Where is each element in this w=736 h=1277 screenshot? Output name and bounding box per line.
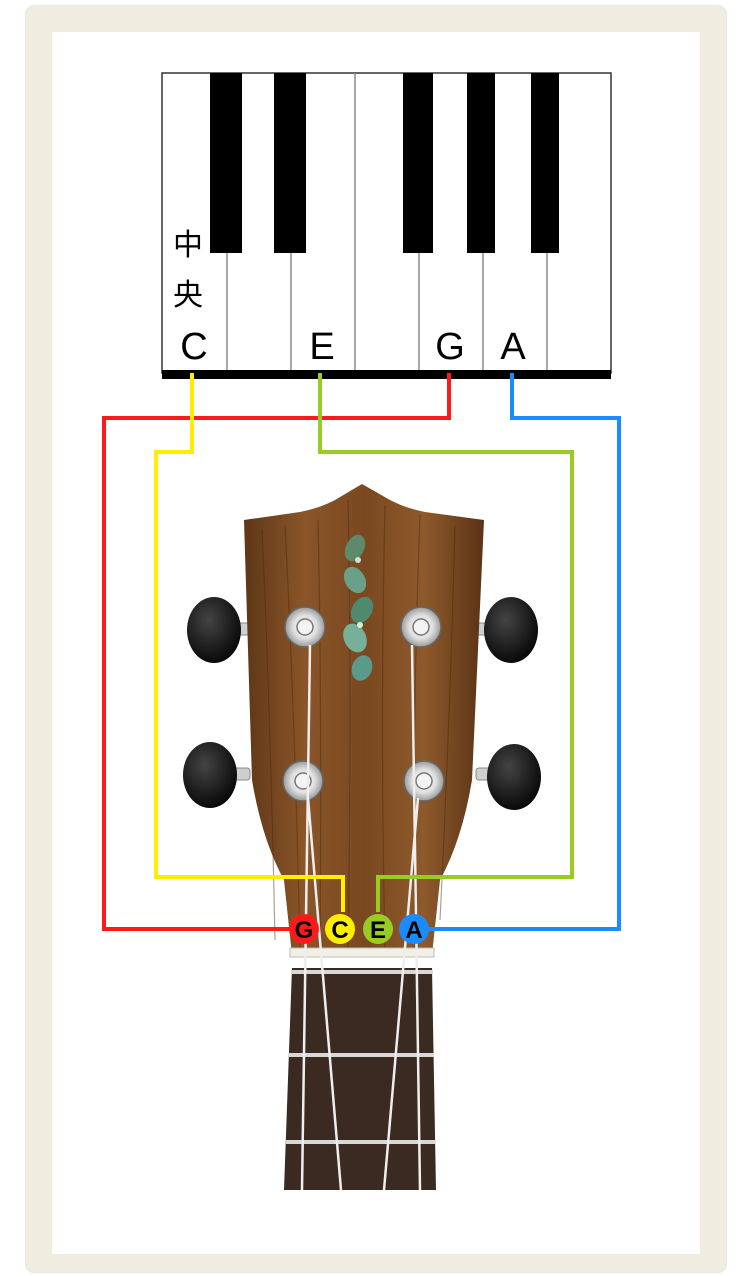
string-e [382, 797, 420, 1191]
middle-label-char1: 中 [173, 228, 203, 263]
connector-c [154, 373, 345, 912]
dot-label-a: A [405, 917, 422, 944]
key-label-a: A [500, 326, 526, 368]
connector-lines [102, 373, 621, 931]
dot-e [363, 914, 393, 944]
headstock-body [244, 484, 484, 955]
black-key [274, 73, 306, 253]
tuner-knob-upper-left [187, 597, 241, 663]
black-key [403, 73, 433, 253]
string-c [306, 797, 343, 1191]
black-key [467, 73, 495, 253]
fretboard-body [284, 968, 436, 1190]
dot-label-c: C [331, 917, 348, 944]
connector-a [428, 373, 621, 931]
keyboard-base-bar [162, 370, 611, 379]
dot-a [399, 914, 429, 944]
key-label-e: E [309, 326, 334, 368]
tuner-knobs [183, 597, 541, 810]
ukulele-headstock [183, 484, 541, 958]
tuner-knob-upper-right [484, 597, 538, 663]
abalone-inlay [343, 534, 374, 681]
dot-label-g: G [295, 917, 314, 944]
middle-label-char2: 央 [173, 278, 203, 313]
dot-label-e: E [370, 917, 386, 944]
key-label-g: G [435, 326, 465, 368]
tuner-knob-lower-left [183, 742, 237, 808]
key-label-c: C [180, 326, 207, 368]
tuner-knob-lower-right [487, 744, 541, 810]
black-key [210, 73, 242, 253]
frets [286, 970, 435, 1144]
dot-c [325, 914, 355, 944]
dot-g [289, 914, 319, 944]
tuner-posts [282, 606, 445, 802]
ukulele-fretboard [284, 968, 436, 1190]
piano-keyboard: 中 央 C E G A [161, 72, 612, 379]
string-note-dots: G C E A [289, 914, 429, 944]
connector-e [318, 373, 574, 912]
nut [289, 947, 435, 958]
connector-g [102, 373, 451, 931]
black-keys [210, 73, 559, 253]
black-key [531, 73, 559, 253]
